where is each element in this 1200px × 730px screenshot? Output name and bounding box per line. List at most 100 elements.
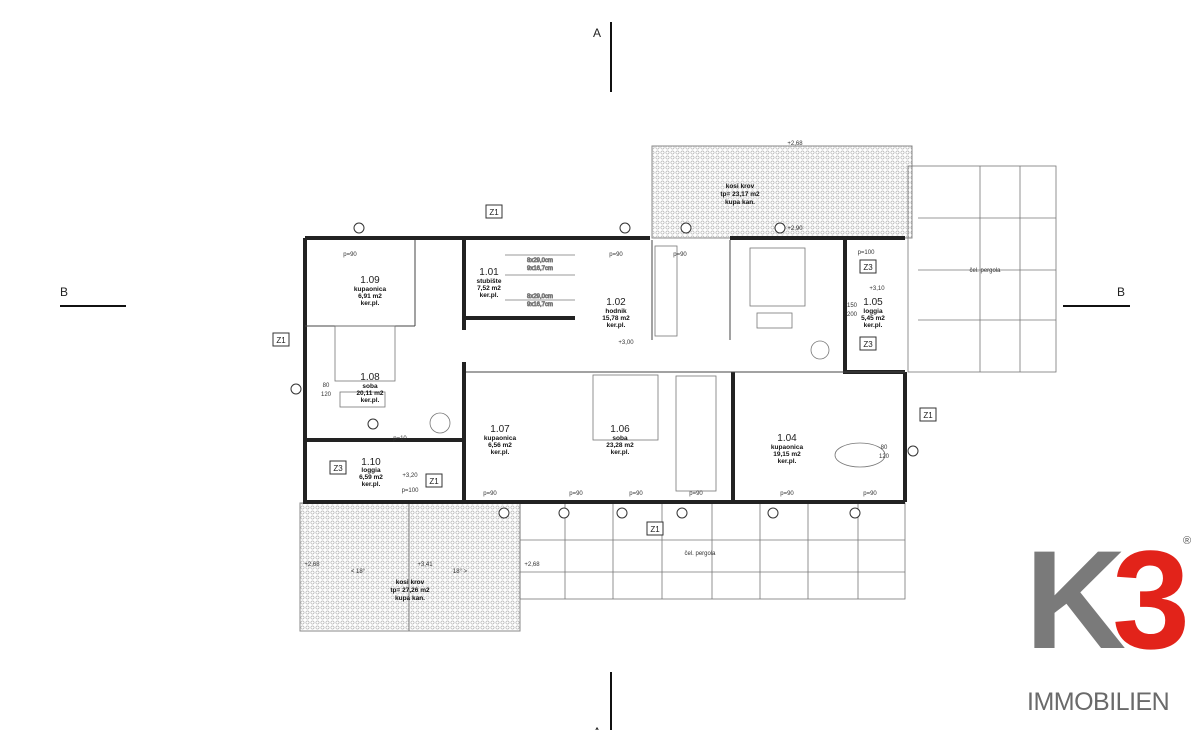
pergola-right	[907, 165, 1057, 373]
roof-top: kosi krov tp= 23,17 m2 kupa kan. +2,68 +…	[651, 141, 913, 239]
svg-text:Z1: Z1	[650, 525, 660, 534]
svg-text:< 18°: < 18°	[351, 569, 366, 575]
svg-text:p=10: p=10	[393, 436, 407, 442]
svg-text:B: B	[60, 285, 68, 299]
svg-text:kupaonica: kupaonica	[771, 444, 804, 451]
tag-z3: Z3	[859, 259, 877, 274]
svg-text:kupaonica: kupaonica	[354, 286, 387, 293]
svg-text:Z1: Z1	[429, 477, 439, 486]
svg-text:p=90: p=90	[673, 252, 687, 258]
svg-text:1.09: 1.09	[360, 275, 380, 286]
svg-text:8x29,0cm: 8x29,0cm	[527, 294, 553, 300]
svg-text:ker.pl.: ker.pl.	[491, 449, 510, 456]
svg-text:+2,68: +2,68	[787, 141, 803, 147]
svg-text:+2,68: +2,68	[304, 562, 320, 568]
svg-text:ker.pl.: ker.pl.	[611, 449, 630, 456]
svg-text:soba: soba	[362, 383, 378, 390]
svg-text:18° >: 18° >	[453, 569, 468, 575]
svg-text:ker.pl.: ker.pl.	[864, 322, 883, 329]
svg-text:200: 200	[847, 312, 858, 318]
walls	[303, 236, 907, 504]
svg-text:ker.pl.: ker.pl.	[362, 481, 381, 488]
svg-text:p=90: p=90	[609, 252, 623, 258]
svg-text:A: A	[593, 26, 601, 40]
section-marker-a-top: A	[593, 22, 612, 92]
section-marker-a-bottom: A	[593, 672, 612, 730]
svg-text:p=90: p=90	[780, 491, 794, 497]
svg-text:9x16,7cm: 9x16,7cm	[527, 302, 553, 308]
pergola-label-bottom: čel. pergola	[684, 551, 716, 557]
svg-text:loggia: loggia	[361, 467, 381, 474]
svg-text:6,59 m2: 6,59 m2	[359, 474, 383, 481]
svg-text:120: 120	[321, 392, 332, 398]
svg-text:1.07: 1.07	[490, 424, 510, 435]
logo-mark: K3	[1025, 521, 1190, 678]
k3-immobilien-logo: K3 ® IMMOBILIEN	[1025, 530, 1200, 720]
svg-text:6,56 m2: 6,56 m2	[488, 442, 512, 449]
svg-text:Z1: Z1	[276, 336, 286, 345]
svg-text:p=100: p=100	[858, 250, 876, 256]
svg-text:loggia: loggia	[863, 308, 883, 315]
section-marker-b-right: B	[1063, 285, 1130, 307]
svg-text:Z3: Z3	[863, 263, 873, 272]
svg-text:19,15 m2: 19,15 m2	[773, 451, 801, 458]
svg-text:stubište: stubište	[477, 278, 502, 285]
svg-text:+3,41: +3,41	[417, 562, 433, 568]
tag-z1: Z1	[646, 521, 664, 536]
svg-text:+2,68: +2,68	[524, 562, 540, 568]
svg-text:hodnik: hodnik	[605, 308, 627, 315]
svg-text:tp= 23,17 m2: tp= 23,17 m2	[720, 191, 760, 198]
svg-text:p=90: p=90	[863, 491, 877, 497]
svg-text:+2,90: +2,90	[787, 226, 803, 232]
svg-text:kupa kan.: kupa kan.	[725, 199, 755, 206]
tag-z3: Z3	[329, 460, 347, 475]
svg-text:A: A	[593, 725, 601, 730]
window-markers	[290, 222, 919, 519]
svg-text:150: 150	[847, 303, 858, 309]
logo-subtitle: IMMOBILIEN	[1027, 688, 1170, 716]
svg-text:7,52 m2: 7,52 m2	[477, 285, 501, 292]
svg-text:8x29,0cm: 8x29,0cm	[527, 258, 553, 264]
svg-text:ker.pl.: ker.pl.	[607, 322, 626, 329]
svg-text:kupa kan.: kupa kan.	[395, 595, 425, 602]
svg-text:1.05: 1.05	[863, 297, 883, 308]
svg-text:tp= 27,26 m2: tp= 27,26 m2	[390, 587, 430, 594]
svg-text:Z3: Z3	[333, 464, 343, 473]
svg-text:ker.pl.: ker.pl.	[361, 300, 380, 307]
staircase: 8x29,0cm 9x16,7cm 8x29,0cm 9x16,7cm	[505, 254, 575, 308]
svg-text:p=100: p=100	[402, 488, 420, 494]
svg-text:+3,00: +3,00	[618, 340, 634, 346]
svg-text:1.01: 1.01	[479, 267, 499, 278]
roof-bottom: kosi krov tp= 27,26 m2 kupa kan. < 18° 1…	[299, 502, 540, 632]
svg-text:80: 80	[881, 445, 888, 451]
registered-mark: ®	[1183, 535, 1192, 547]
svg-text:kupaonica: kupaonica	[484, 435, 517, 442]
svg-text:Z1: Z1	[923, 411, 933, 420]
svg-text:B: B	[1117, 285, 1125, 299]
tag-z3: Z3	[859, 336, 877, 351]
svg-text:+3,10: +3,10	[869, 286, 885, 292]
pergola-label-right: čel. pergola	[969, 268, 1001, 274]
svg-text:1.04: 1.04	[777, 433, 797, 444]
svg-text:ker.pl.: ker.pl.	[361, 397, 380, 404]
svg-text:9x16,7cm: 9x16,7cm	[527, 266, 553, 272]
svg-text:kosi krov: kosi krov	[726, 183, 755, 190]
svg-text:1.08: 1.08	[360, 372, 380, 383]
svg-text:ker.pl.: ker.pl.	[480, 292, 499, 299]
svg-text:Z3: Z3	[863, 340, 873, 349]
svg-text:ker.pl.: ker.pl.	[778, 458, 797, 465]
svg-text:kosi krov: kosi krov	[396, 579, 425, 586]
svg-text:120: 120	[879, 454, 890, 460]
tag-z1: Z1	[919, 407, 937, 422]
svg-text:soba: soba	[612, 435, 628, 442]
svg-text:p=90: p=90	[569, 491, 583, 497]
svg-text:+3,20: +3,20	[402, 473, 418, 479]
